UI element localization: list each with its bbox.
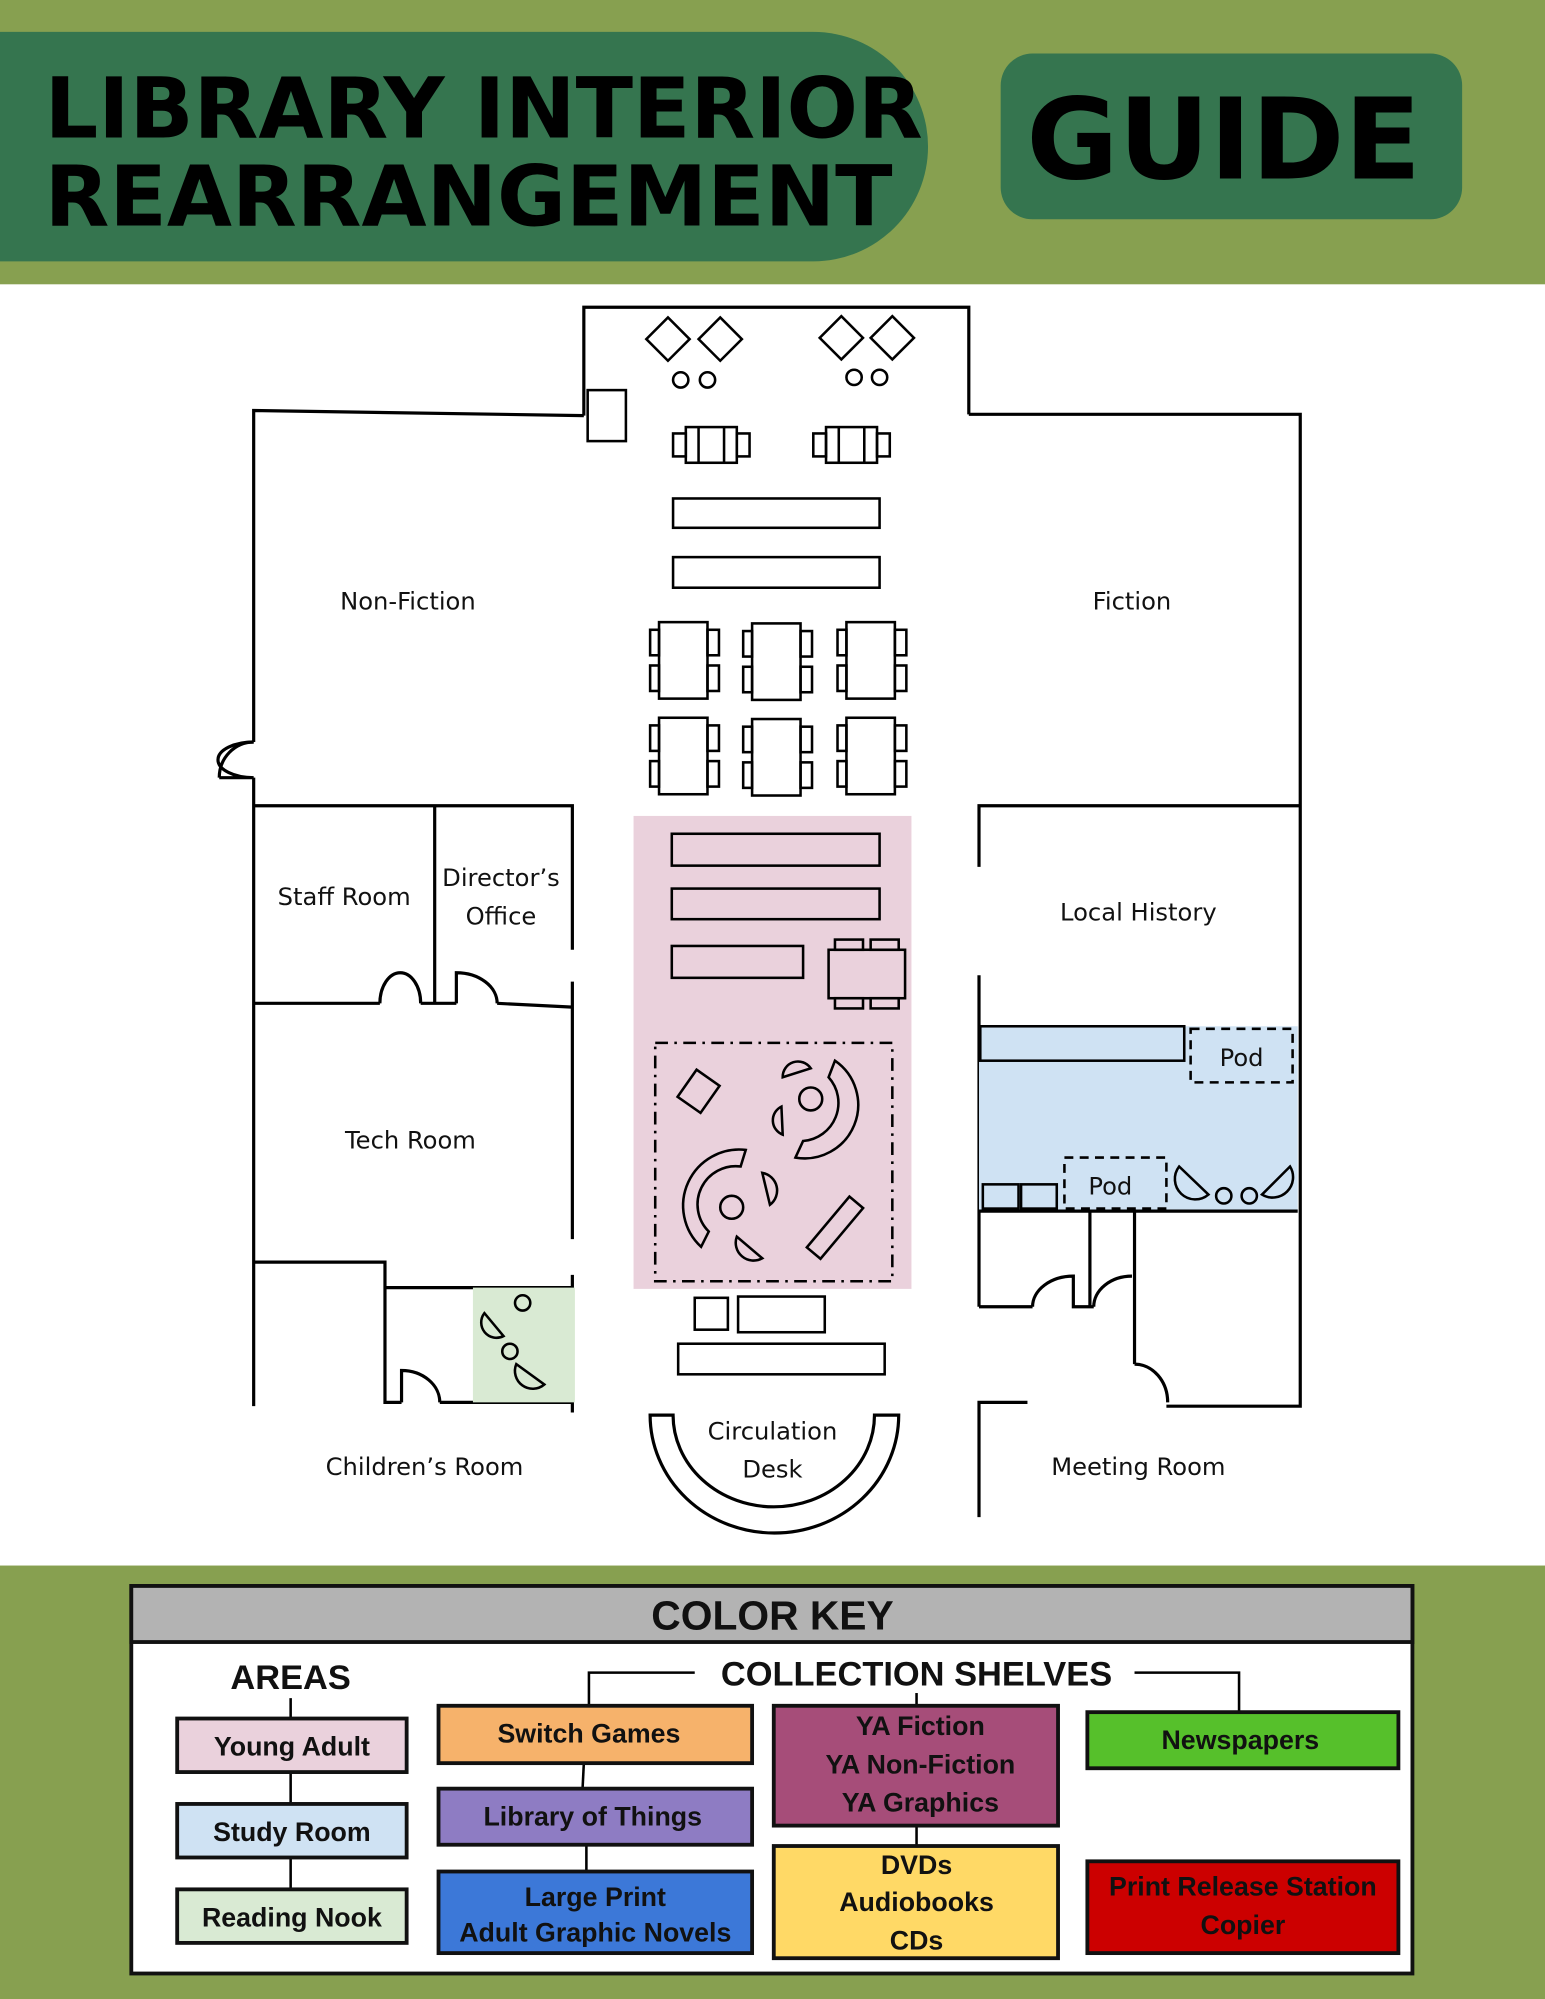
- library-of-things-shelf: [736, 1295, 827, 1334]
- young-adult-area: [633, 815, 912, 1289]
- key-reading-nook: Reading Nook: [202, 1902, 382, 1932]
- header: LIBRARY INTERIOR REARRANGEMENT GUIDE: [0, 0, 1545, 285]
- room-label-directors-office: Office: [466, 902, 537, 930]
- copier: [1019, 1183, 1059, 1210]
- key-newspapers: Newspapers: [1161, 1725, 1319, 1755]
- guide-badge: GUIDE: [1026, 75, 1421, 205]
- pod-label: Pod: [1220, 1044, 1264, 1072]
- key-cds: CDs: [890, 1925, 944, 1955]
- room-label-non-fiction: Non-Fiction: [340, 587, 476, 615]
- study-tables: [648, 620, 908, 797]
- room-label-directors-office: Director’s: [442, 864, 560, 892]
- ya-shelf: [670, 832, 881, 867]
- collection-shelves-title: COLLECTION SHELVES: [721, 1655, 1112, 1693]
- room-label-circulation-desk: Circulation: [708, 1417, 838, 1445]
- key-study-room: Study Room: [213, 1817, 371, 1847]
- dvd-shelf: [671, 555, 881, 589]
- key-copier: Copier: [1200, 1910, 1285, 1940]
- key-ya-graphics: YA Graphics: [842, 1788, 999, 1818]
- large-print-shelf: [979, 1024, 1186, 1062]
- room-label-tech-room: Tech Room: [344, 1127, 476, 1155]
- dvd-shelf: [671, 497, 881, 530]
- key-print-release-station: Print Release Station: [1109, 1872, 1377, 1902]
- key-library-of-things: Library of Things: [483, 1802, 702, 1832]
- key-ya-non-fiction: YA Non-Fiction: [825, 1749, 1015, 1779]
- color-key-title: COLOR KEY: [651, 1592, 893, 1638]
- floor-plan: Pod Pod: [216, 305, 1302, 1535]
- study-room-area: [979, 1026, 1298, 1212]
- newspapers-shelf: [586, 388, 628, 443]
- reading-nook-area: [472, 1287, 575, 1403]
- key-dvds: DVDs: [881, 1850, 952, 1880]
- switch-games-shelf: [693, 1296, 730, 1331]
- title-line-2: REARRANGEMENT: [45, 148, 893, 246]
- color-key: COLOR KEY AREAS Young Adult Study Room R…: [0, 1565, 1545, 1999]
- print-release-station: [981, 1183, 1020, 1210]
- key-switch-games: Switch Games: [497, 1719, 680, 1749]
- ya-shelf: [670, 887, 881, 921]
- room-label-circulation-desk: Desk: [742, 1456, 802, 1484]
- title-line-1: LIBRARY INTERIOR: [45, 60, 923, 158]
- room-label-local-history: Local History: [1060, 898, 1217, 926]
- room-label-fiction: Fiction: [1093, 587, 1172, 615]
- room-label-childrens-room: Children’s Room: [326, 1453, 524, 1481]
- key-adult-graphic-novels: Adult Graphic Novels: [459, 1918, 731, 1948]
- room-label-staff-room: Staff Room: [278, 883, 411, 911]
- key-large-print: Large Print: [525, 1882, 666, 1912]
- areas-title: AREAS: [230, 1659, 350, 1697]
- key-young-adult: Young Adult: [214, 1731, 370, 1761]
- pod-label: Pod: [1088, 1173, 1132, 1201]
- key-ya-fiction: YA Fiction: [856, 1711, 985, 1741]
- key-audiobooks: Audiobooks: [839, 1887, 994, 1917]
- room-label-meeting-room: Meeting Room: [1051, 1453, 1225, 1481]
- ya-shelf: [670, 944, 805, 980]
